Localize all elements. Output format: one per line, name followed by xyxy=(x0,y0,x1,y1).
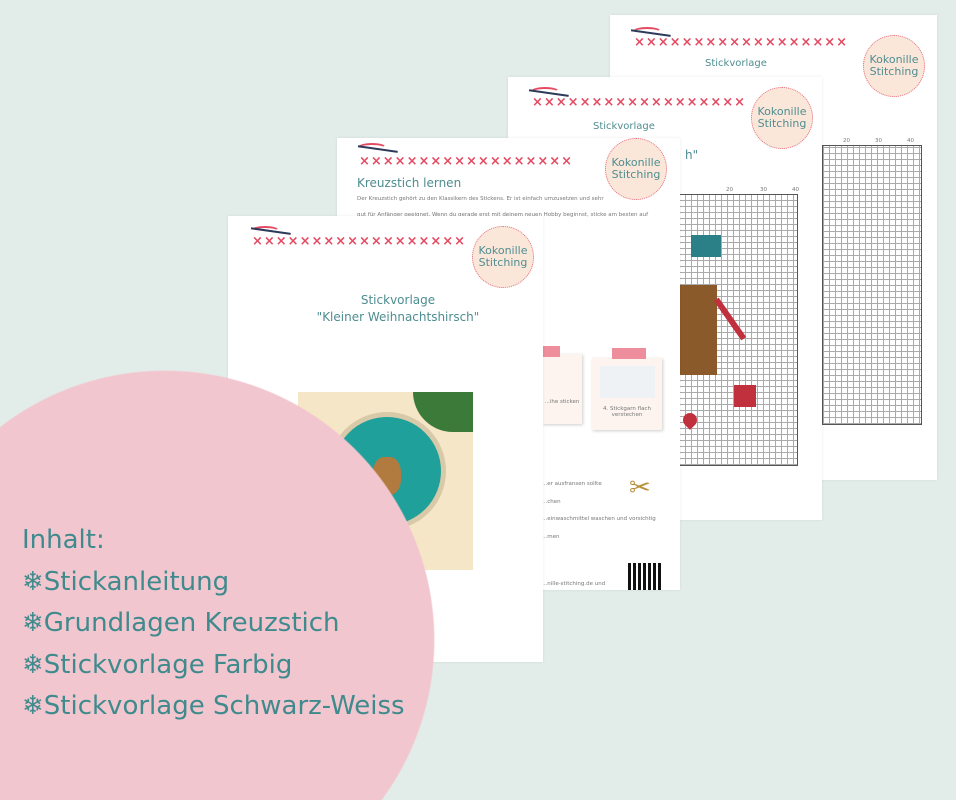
heart-motif xyxy=(680,410,700,430)
candy-cane-motif xyxy=(713,297,747,341)
logo-text: Kokonille xyxy=(611,156,661,169)
cross-stitch-row: ×××××××××××××××××× xyxy=(359,154,574,169)
logo-text: Stitching xyxy=(869,65,919,78)
axis-label: 20 xyxy=(843,138,850,144)
contents-item: ❄Stickvorlage Schwarz-Weiss xyxy=(22,691,405,721)
step-image xyxy=(599,366,655,398)
step-card: 4. Stickgarn flach verstechen xyxy=(592,348,662,430)
step-caption: 4. Stickgarn flach verstechen xyxy=(603,406,651,418)
paragraph-line: Der Kreuzstich gehört zu den Klassikern … xyxy=(357,196,604,202)
reindeer-motif xyxy=(679,285,717,375)
thread-icon xyxy=(250,226,280,236)
text-line: ...er ausfransen sollte xyxy=(542,481,602,487)
gift-motif xyxy=(734,385,756,407)
cover-title: Stickvorlage "Kleiner Weihnachtshirsch" xyxy=(228,292,543,326)
thread-icon xyxy=(530,87,560,97)
thread-icon xyxy=(632,27,662,37)
tape xyxy=(542,346,560,357)
step-card: ...ihe sticken xyxy=(542,346,582,424)
cross-stitch-row: ×××××××××××××××××× xyxy=(252,234,467,249)
contents-circle xyxy=(0,370,435,800)
page-title: Stickvorlage xyxy=(705,58,767,69)
axis-label: 20 xyxy=(726,187,733,193)
logo-text: Stitching xyxy=(611,168,661,181)
thread-icon xyxy=(357,143,387,153)
contents-item: ❄Grundlagen Kreuzstich xyxy=(22,608,340,638)
logo-text: Kokonille xyxy=(478,244,528,257)
contents-item: ❄Stickanleitung xyxy=(22,566,230,597)
qr-code xyxy=(628,563,662,590)
section-heading: Kreuzstich lernen xyxy=(357,176,462,190)
text-line: ...chen xyxy=(542,499,561,505)
axis-label: 30 xyxy=(875,138,882,144)
scissors-icon: ✂ xyxy=(629,473,651,503)
logo-text: Stitching xyxy=(757,117,807,130)
logo-text: Stitching xyxy=(478,256,528,269)
page-title-fragment: h" xyxy=(685,148,699,162)
axis-label: 40 xyxy=(792,187,799,193)
text-line: ...nille-stitching.de und xyxy=(542,581,606,587)
bw-pattern-grid xyxy=(822,145,922,425)
title-line: "Kleiner Weihnachtshirsch" xyxy=(316,310,480,324)
text-line: ...men xyxy=(542,534,560,540)
contents-heading: Inhalt: xyxy=(22,525,105,555)
step-caption: ...ihe sticken xyxy=(544,399,580,405)
logo-text: Kokonille xyxy=(757,105,807,118)
cross-stitch-row: ×××××××××××××××××× xyxy=(634,35,849,50)
tape xyxy=(612,348,646,359)
page-title: Stickvorlage xyxy=(593,121,655,132)
color-pattern-grid xyxy=(678,194,798,466)
logo-text: Kokonille xyxy=(869,53,919,66)
axis-label: 40 xyxy=(907,138,914,144)
axis-label: 30 xyxy=(760,187,767,193)
gift-motif xyxy=(691,235,721,257)
cross-stitch-row: ×××××××××××××××××× xyxy=(532,95,747,110)
contents-item: ❄Stickvorlage Farbig xyxy=(22,649,293,680)
title-line: Stickvorlage xyxy=(360,293,436,307)
contents-list: Inhalt: ❄Stickanleitung ❄Grundlagen Kreu… xyxy=(22,520,405,728)
text-line: ...einwaschmittel waschen und vorsichtig xyxy=(542,516,656,522)
